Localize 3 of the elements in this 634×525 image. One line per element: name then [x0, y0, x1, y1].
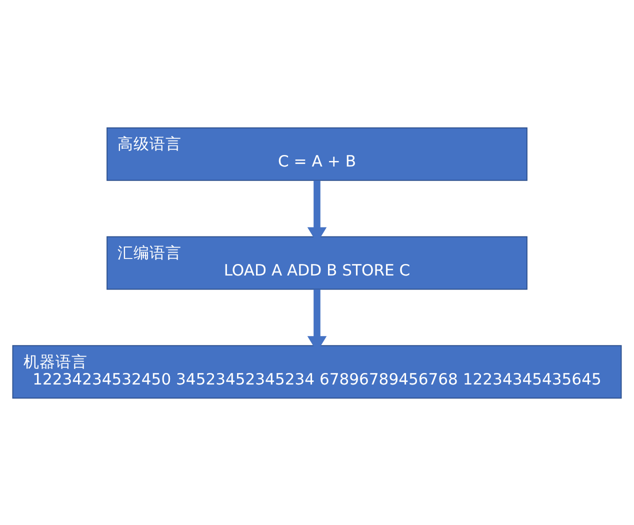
- node-box: 高级语言 C = A + B: [106, 126, 528, 180]
- node-box: 机器语言 12234234532450 34523452345234 67896789456768 12234345435645: [12, 344, 622, 398]
- node-box: 汇编语言 LOAD A ADD B STORE C: [106, 236, 528, 290]
